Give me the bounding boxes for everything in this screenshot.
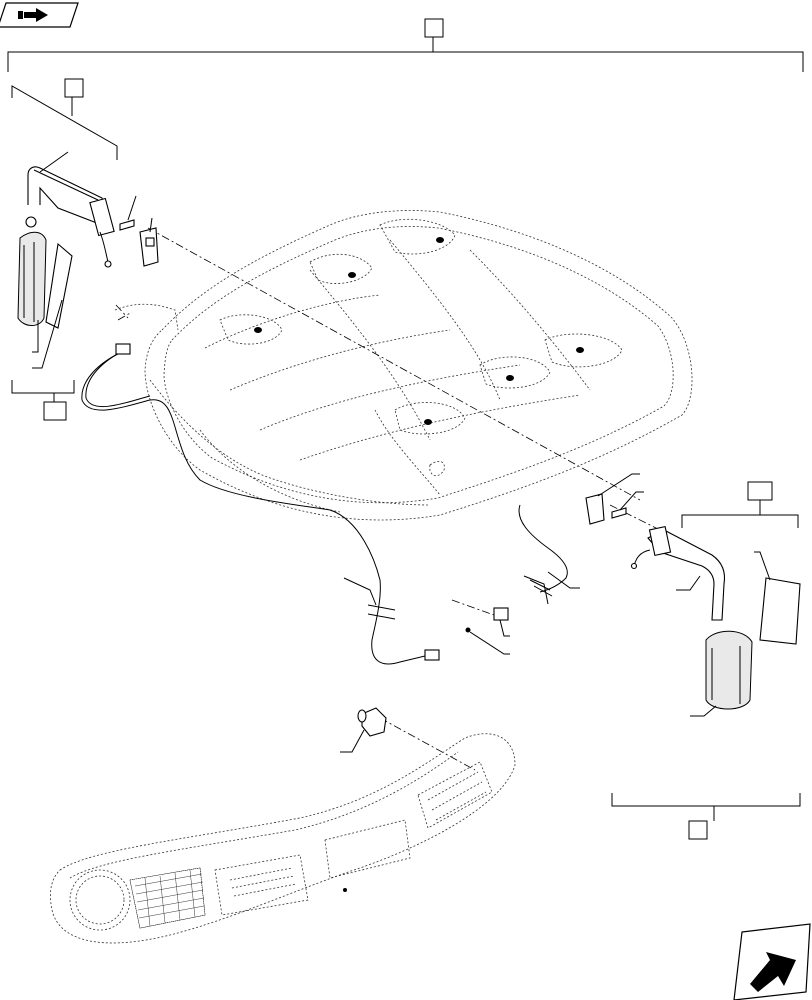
group-bracket-1 xyxy=(7,18,804,72)
group-bracket-11 xyxy=(11,380,75,421)
left-bracket-parts xyxy=(119,219,159,267)
part-callouts xyxy=(32,151,771,753)
right-wiring-harness xyxy=(465,504,568,633)
headliner-panel xyxy=(50,733,516,944)
cab-roof xyxy=(144,210,693,521)
left-wiring-harness xyxy=(81,303,440,665)
assembly-axis-lines xyxy=(115,227,661,771)
group-bracket-3 xyxy=(611,793,801,840)
right-bracket-parts xyxy=(585,493,627,525)
right-mirror-assembly xyxy=(630,525,801,710)
book-reference-icon[interactable] xyxy=(0,2,79,28)
next-page-arrow-icon[interactable] xyxy=(733,923,811,1000)
group-bracket-12 xyxy=(681,481,799,528)
group-bracket-2 xyxy=(11,78,118,160)
left-mirror-assembly xyxy=(17,166,115,329)
part-4-fastener xyxy=(357,707,387,737)
